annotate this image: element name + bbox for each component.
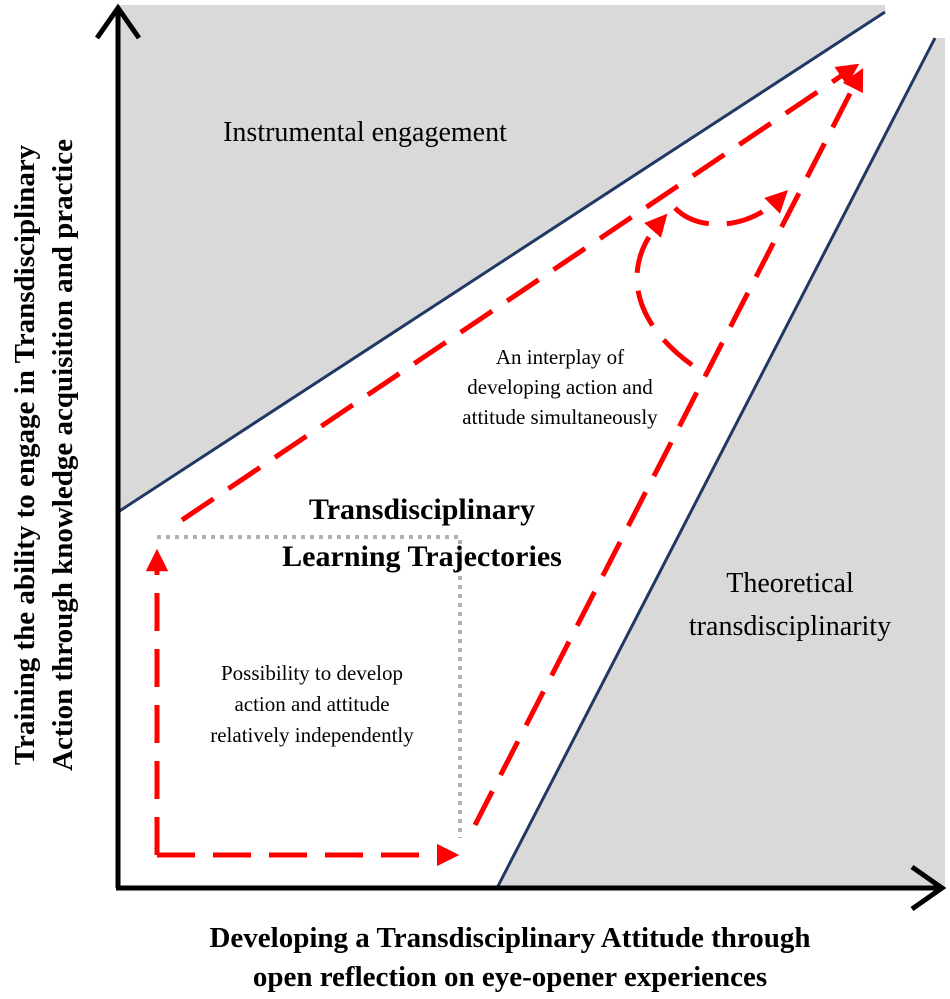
instrumental-engagement-label: Instrumental engagement [223,117,507,148]
lower-boundary-line [495,37,937,889]
x-axis-label-line1: Developing a Transdisciplinary Attitude … [209,922,810,954]
trajectory-diagonal-lower-arrow [472,67,864,827]
interplay-note-line1: An interplay of [496,345,624,369]
interplay-loop-up-arrow [634,213,694,368]
x-axis-arrowhead [910,864,947,912]
upper-boundary-line [117,10,886,514]
theoretical-label-line1: Theoretical [726,568,854,599]
independent-note-line1: Possibility to develop [221,661,403,685]
theoretical-region [497,38,945,888]
trajectory-diagonal-upper-arrow [180,63,860,523]
theoretical-label-line2: transdisciplinarity [689,611,891,642]
y-axis-label-line1: Training the ability to engage in Transd… [9,144,41,765]
interplay-note-line2: developing action and [467,375,653,399]
independent-zone-box [157,535,462,838]
independent-note-line2: action and attitude [234,692,389,716]
y-axis-label-line2: Action through knowledge acquisition and… [47,139,79,771]
interplay-note-line3: attitude simultaneously [462,405,658,429]
y-axis-arrowhead [94,3,142,40]
interplay-loop-right-arrow [673,190,788,227]
center-title-line2: Learning Trajectories [282,540,562,573]
center-title-line1: Transdisciplinary [309,493,535,526]
x-axis-label-line2: open reflection on eye-opener experience… [253,961,767,993]
independent-note-line3: relatively independently [210,723,414,747]
